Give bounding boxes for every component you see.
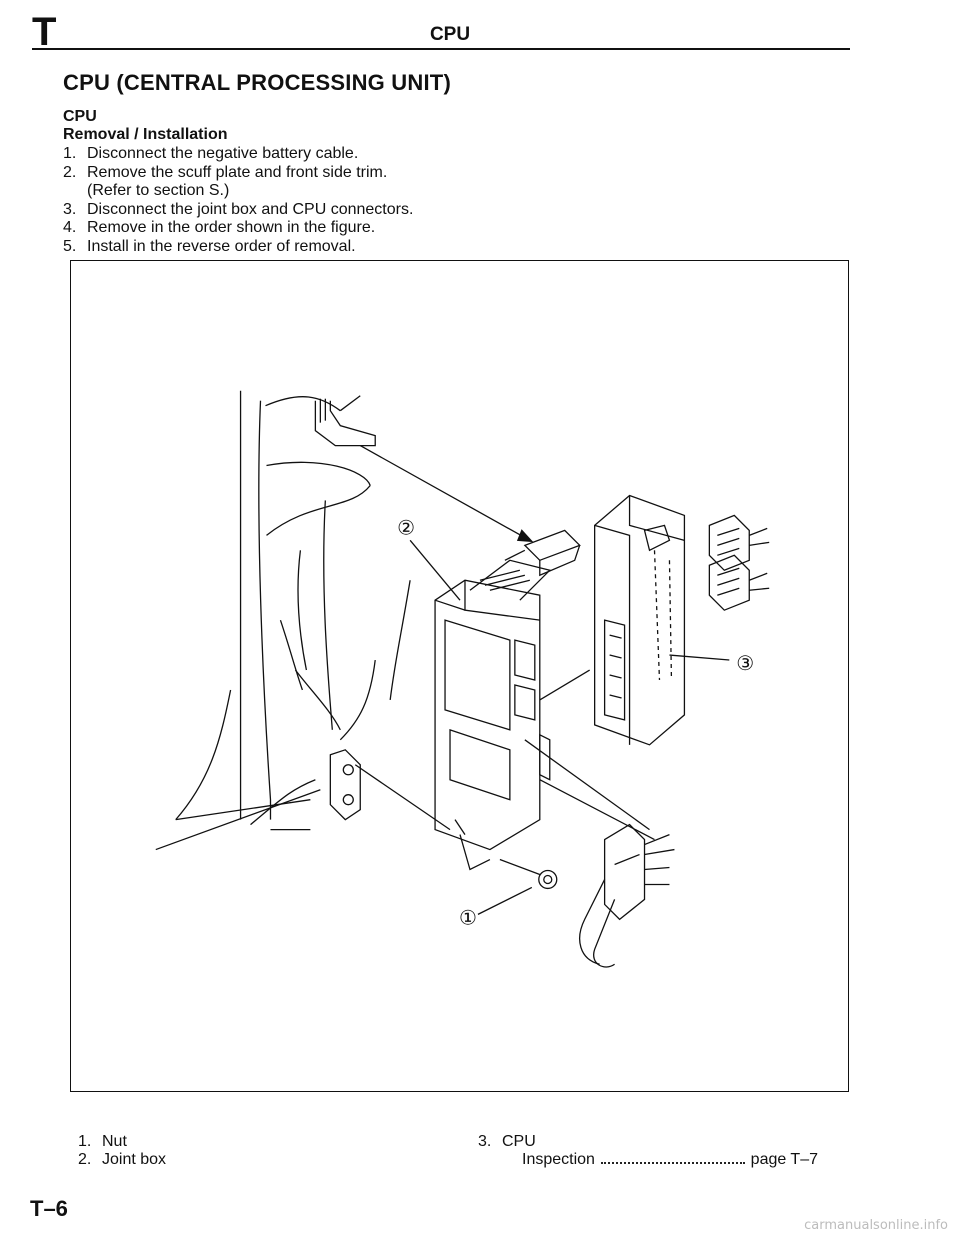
step-item: (Refer to section S.) — [63, 182, 413, 201]
leader-line — [359, 445, 531, 541]
inspection-reference: Inspection page T–7 — [478, 1151, 818, 1169]
joint-box-drawing — [434, 529, 581, 871]
leader-dots — [600, 1162, 745, 1164]
step-number: 2. — [63, 163, 77, 181]
step-text: Disconnect the negative battery cable. — [87, 145, 359, 162]
legend-item: 3. CPU — [478, 1133, 818, 1151]
arrow-head — [516, 529, 534, 543]
legend-label: Joint box — [102, 1151, 167, 1168]
page-title: CPU (CENTRAL PROCESSING UNIT) — [63, 70, 451, 95]
harness-connector — [524, 739, 675, 968]
callout-leader-3 — [669, 654, 730, 661]
legend-label: CPU — [502, 1133, 536, 1150]
legend-number: 1. — [78, 1133, 92, 1150]
body-panel-outline — [155, 390, 411, 851]
mounting-bracket — [314, 395, 376, 447]
subsection-title: CPU — [63, 108, 97, 125]
nut-drawing — [499, 858, 558, 890]
watermark: carmanualsonline.info — [804, 1218, 948, 1233]
inspection-page-ref: page T–7 — [750, 1151, 818, 1168]
step-item: 5. Install in the reverse order of remova… — [63, 238, 413, 257]
legend-item: 1. Nut — [78, 1133, 166, 1151]
step-text: Disconnect the joint box and CPU connect… — [87, 200, 414, 218]
page-header-title: CPU — [429, 24, 471, 45]
mounting-stud — [329, 749, 451, 831]
step-item: 1. Disconnect the negative battery cable. — [63, 145, 413, 164]
step-number: 3. — [63, 200, 77, 218]
section-letter: T — [32, 10, 57, 54]
step-item: 3. Disconnect the joint box and CPU conne… — [63, 201, 413, 220]
step-text: Install in the reverse order of removal. — [87, 237, 356, 255]
callout-2: ② — [397, 515, 415, 539]
legend-left: 1. Nut 2. Joint box — [78, 1133, 166, 1169]
step-number: 5. — [63, 237, 77, 255]
callout-3: ③ — [736, 651, 754, 675]
exploded-view-illustration: ② ③ ① — [155, 390, 770, 968]
inspection-label: Inspection — [522, 1151, 595, 1168]
legend-number: 3. — [478, 1133, 492, 1150]
step-text: (Refer to section S.) — [87, 182, 230, 199]
step-number: 1. — [63, 145, 77, 162]
callout-leader-2 — [409, 539, 461, 601]
legend-number: 2. — [78, 1151, 92, 1168]
removal-figure: ② ③ ① — [70, 260, 849, 1092]
step-text: Remove the scuff plate and front side tr… — [87, 163, 388, 181]
step-text: Remove in the order shown in the figure. — [87, 219, 376, 236]
procedure-steps: 1. Disconnect the negative battery cable.… — [63, 145, 413, 256]
cpu-connectors — [708, 514, 770, 611]
page-number: T–6 — [30, 1196, 68, 1221]
callout-1: ① — [459, 905, 477, 929]
step-item: 2. Remove the scuff plate and front side … — [63, 164, 413, 183]
callout-leader-1 — [477, 886, 533, 915]
legend-item: 2. Joint box — [78, 1151, 166, 1169]
procedure-title: Removal / Installation — [63, 126, 228, 143]
legend-right: 3. CPU Inspection page T–7 — [478, 1133, 818, 1169]
legend-label: Nut — [102, 1133, 127, 1150]
step-item: 4. Remove in the order shown in the figur… — [63, 219, 413, 238]
cpu-module-drawing — [539, 494, 686, 746]
header-divider — [32, 48, 850, 50]
step-number: 4. — [63, 219, 77, 236]
